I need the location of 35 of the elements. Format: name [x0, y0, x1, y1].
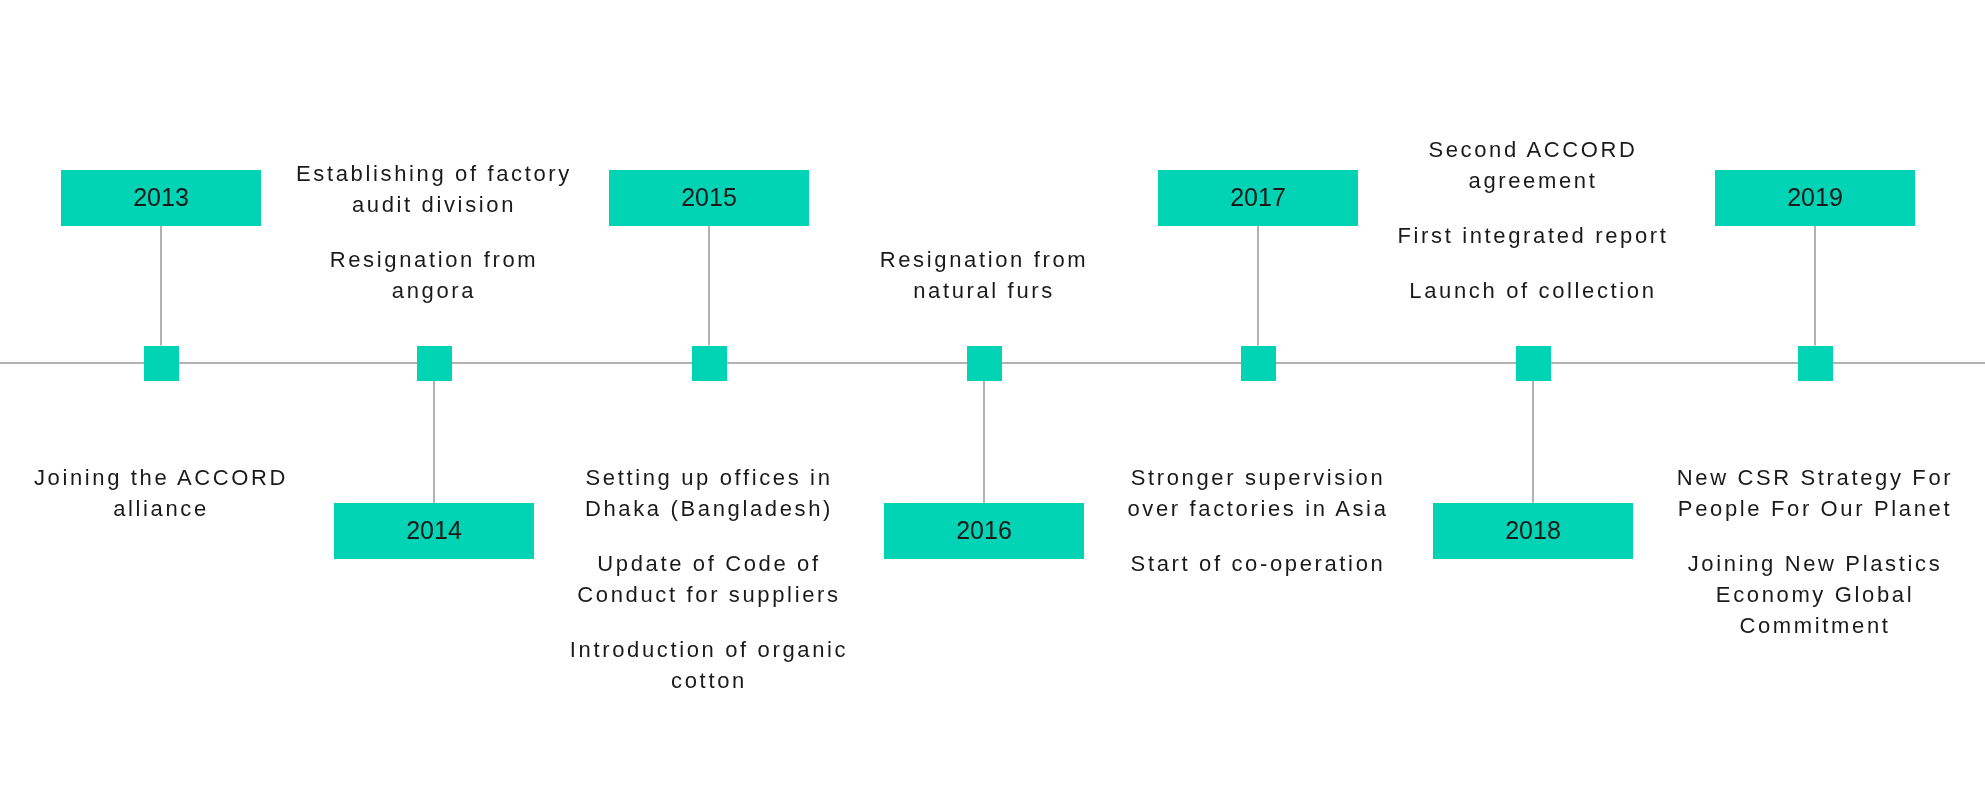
event-description: Second ACCORD agreement	[1427, 136, 1639, 195]
connector-line	[160, 225, 162, 347]
event-description: Establishing of factory audit division	[295, 160, 573, 219]
year-box: 2018	[1433, 503, 1633, 559]
event-description: Introduction of organic cotton	[568, 636, 850, 695]
timeline-marker	[416, 345, 452, 381]
year-box: 2019	[1715, 170, 1915, 226]
connector-line	[983, 379, 985, 504]
connector-line	[433, 379, 435, 504]
connector-line	[1814, 225, 1816, 347]
event-description: Setting up offices in Dhaka (Bangladesh)	[583, 464, 835, 523]
event-description: New CSR Strategy For People For Our Planet	[1675, 464, 1955, 523]
event-description: Joining New Plastics Economy Global Commitment	[1686, 550, 1944, 640]
timeline-marker	[966, 345, 1002, 381]
event-description: Resignation from natural furs	[878, 246, 1090, 305]
connector-line	[708, 225, 710, 347]
event-description: Resignation from angora	[328, 246, 540, 305]
timeline-marker	[143, 345, 179, 381]
event-description: Joining the ACCORD alliance	[32, 464, 290, 523]
event-description: Start of co-operation	[1130, 550, 1386, 578]
timeline-marker	[691, 345, 727, 381]
connector-line	[1257, 225, 1259, 347]
event-description: First integrated report	[1397, 222, 1669, 250]
year-box: 2013	[61, 170, 261, 226]
timeline-marker	[1797, 345, 1833, 381]
event-description: Update of Code of Conduct for suppliers	[576, 550, 842, 609]
year-box: 2014	[334, 503, 534, 559]
event-description: Stronger supervision over factories in Asia	[1126, 464, 1390, 523]
year-box: 2015	[609, 170, 809, 226]
connector-line	[1532, 379, 1534, 504]
event-description: Launch of collection	[1409, 277, 1657, 305]
year-box: 2016	[884, 503, 1084, 559]
timeline-marker	[1515, 345, 1551, 381]
year-box: 2017	[1158, 170, 1358, 226]
timeline-marker	[1240, 345, 1276, 381]
